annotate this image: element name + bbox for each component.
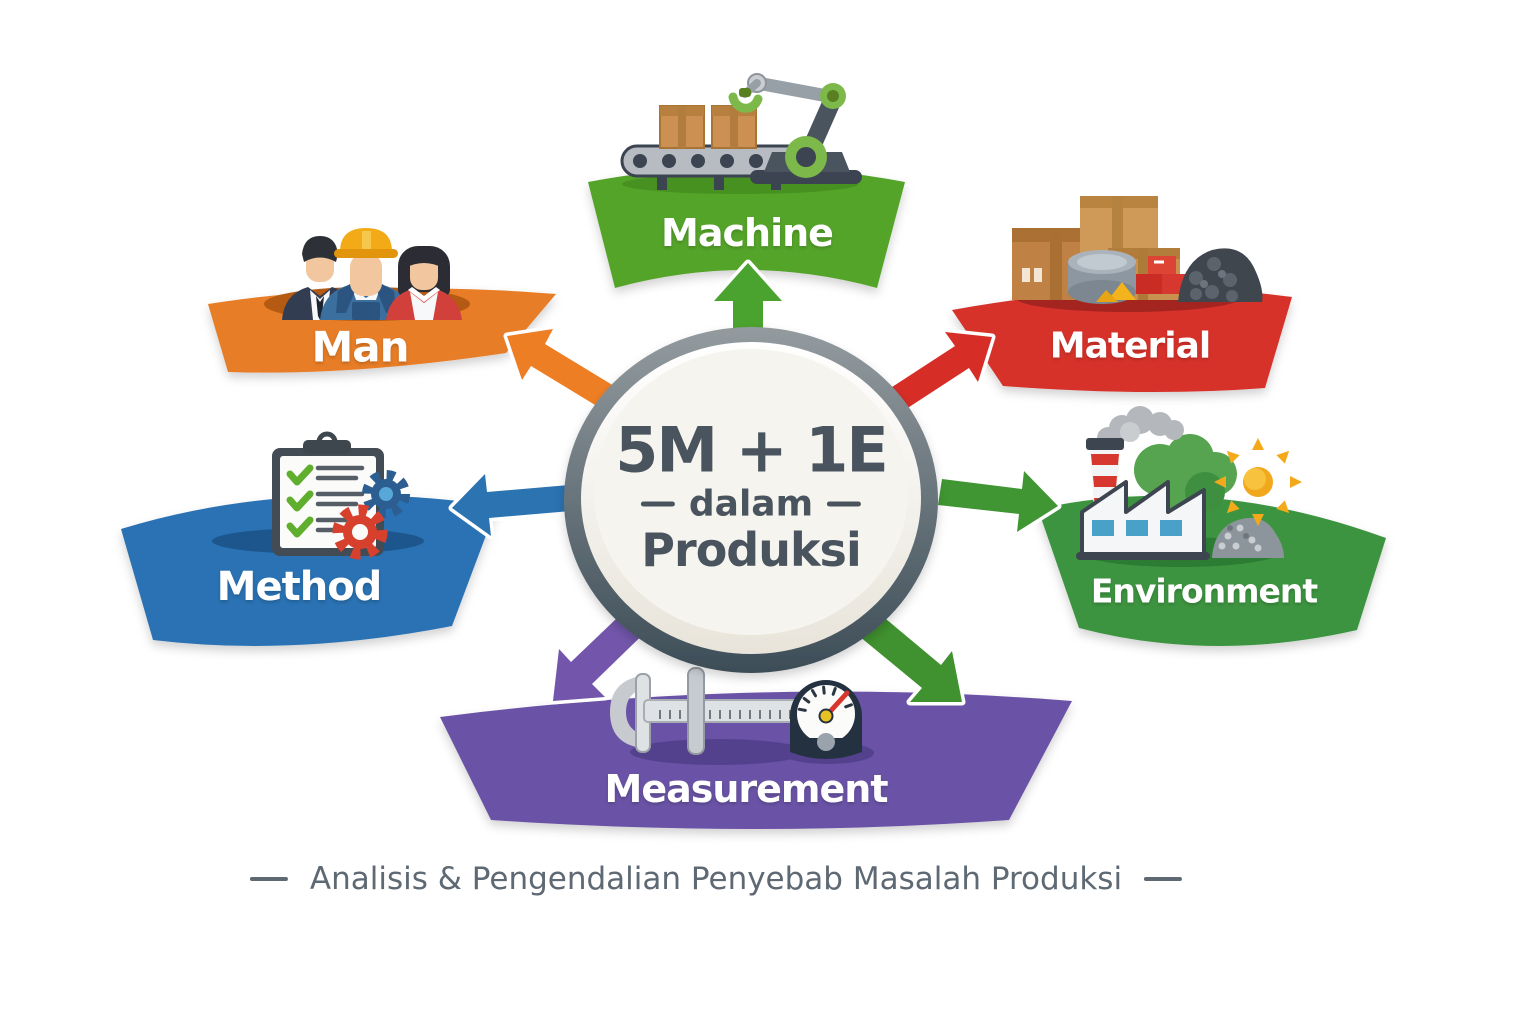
hub-circle [564, 327, 938, 673]
gravel-pile-icon [1212, 517, 1284, 558]
measurement-label: Measurement [604, 767, 889, 811]
caliper-gauge-icon [610, 667, 874, 765]
conveyor-boxes-icon [659, 105, 757, 149]
method-banner [121, 495, 497, 647]
construction-worker-icon [320, 228, 412, 320]
factory-icon [1076, 438, 1210, 560]
machine-banner [588, 167, 905, 288]
environment-label: Environment [1090, 571, 1318, 611]
right-dash [827, 501, 862, 507]
arrow-to-material [885, 328, 996, 415]
hub-subtitle: dalam [688, 483, 814, 525]
gold-nuggets-icon [1096, 282, 1136, 302]
gauge-icon [790, 680, 862, 759]
material-banner [952, 288, 1292, 393]
machine-label: Machine [661, 211, 834, 255]
sun-icon [1214, 438, 1302, 526]
coal-pile-icon [1178, 248, 1263, 302]
material-label: Material [1049, 325, 1211, 367]
three-workers-icon [264, 228, 470, 321]
smoke-icon [1097, 406, 1184, 449]
caption-left-dash [249, 877, 288, 881]
boxes-raw-materials-icon [1012, 196, 1263, 312]
blue-gear-icon [362, 470, 410, 518]
arrow-to-machine [710, 259, 786, 342]
arrow-to-environment [934, 467, 1062, 536]
hub-subtitle-row: dalam [627, 484, 875, 525]
caliper-icon [610, 667, 818, 755]
left-dash [640, 501, 675, 507]
caption-right-dash [1144, 877, 1183, 881]
caption-text: Analisis & Pengendalian Penyebab Masalah… [309, 861, 1123, 897]
checklist-gears-icon [212, 431, 424, 560]
factory-sun-tree-icon [1076, 406, 1302, 567]
robot-arm-icon [728, 73, 862, 184]
hub-title: 5M + 1E [615, 413, 888, 487]
hub-subtitle2: Produksi [641, 523, 861, 577]
caption-row: Analisis & Pengendalian Penyebab Masalah… [228, 861, 1204, 897]
red-gear-icon [332, 504, 388, 560]
man-label: Man [311, 322, 409, 372]
woman-worker-icon [386, 246, 462, 320]
method-label: Method [216, 564, 383, 610]
robot-arm-conveyor-icon [620, 73, 862, 194]
